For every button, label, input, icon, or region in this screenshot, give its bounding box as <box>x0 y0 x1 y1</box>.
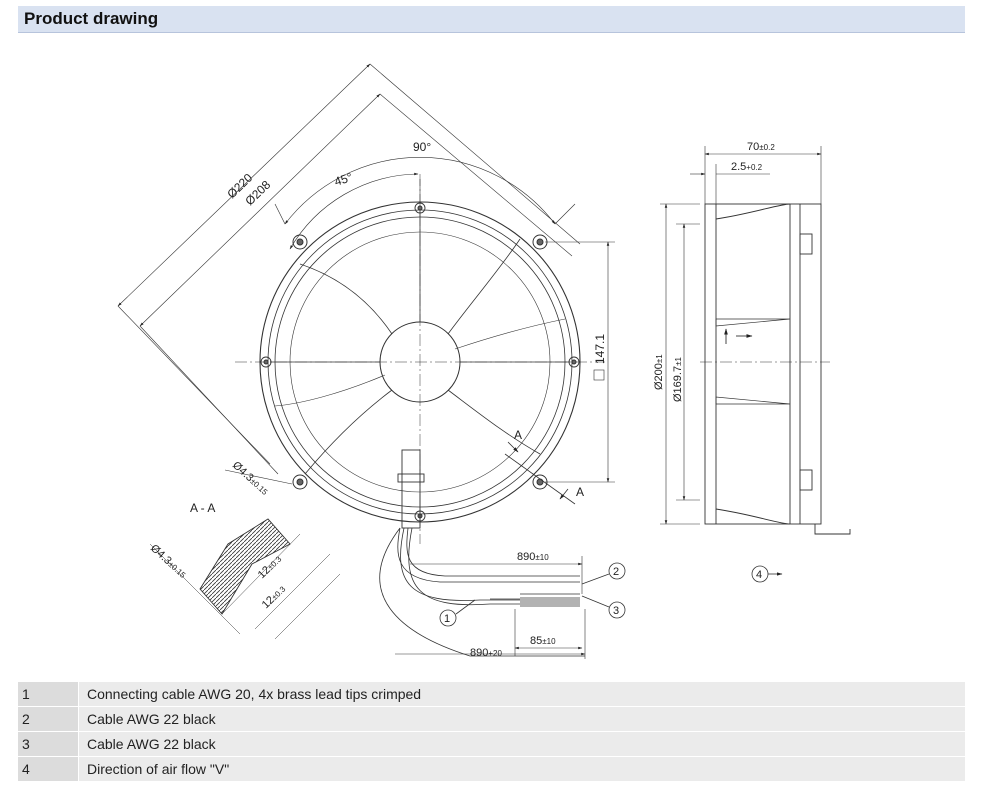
drawing-canvas: Ø220 Ø208 90° 45° 147.1 A A Ø4.3±0.15 A … <box>117 63 851 659</box>
side-dims <box>660 146 822 525</box>
header-bar: Product drawing <box>18 6 965 33</box>
legend-number: 1 <box>18 682 78 706</box>
hole-dia-label-2: Ø4.3±0.15 <box>148 542 189 581</box>
section-markers <box>504 441 576 505</box>
dia-200: Ø200±1 <box>653 354 665 390</box>
depth-70: 70±0.2 <box>747 141 775 153</box>
cable-dim-890-a: 890±10 <box>517 551 549 563</box>
legend-number: 4 <box>18 757 78 781</box>
side-view <box>700 203 851 535</box>
section-aa-label: A - A <box>190 501 215 515</box>
offset-2-5: 2.5+0.2 <box>731 161 763 173</box>
cable <box>379 527 585 657</box>
dia-169-7: Ø169.7±1 <box>672 357 684 402</box>
legend-number: 2 <box>18 707 78 731</box>
product-drawing: Ø220 Ø208 90° 45° 147.1 A A Ø4.3±0.15 A … <box>0 34 1000 682</box>
square-dim <box>545 241 615 483</box>
callouts <box>439 562 783 627</box>
legend-row: 4 Direction of air flow "V" <box>18 757 965 781</box>
diameter-dims <box>117 63 581 475</box>
cable-dim-890-b: 890+20 <box>470 647 502 659</box>
angle-45-label: 45° <box>333 170 355 189</box>
cable-dim-85: 85±10 <box>530 635 556 647</box>
legend-table: 1 Connecting cable AWG 20, 4x brass lead… <box>18 682 965 782</box>
callout-1: 1 <box>444 613 450 625</box>
cable-dims <box>395 556 586 659</box>
section-a-bottom: A <box>576 485 584 499</box>
callout-4: 4 <box>756 569 762 581</box>
legend-row: 1 Connecting cable AWG 20, 4x brass lead… <box>18 682 965 706</box>
flange-dim-2: 12±0.3 <box>260 583 289 611</box>
legend-description: Direction of air flow "V" <box>79 757 965 781</box>
legend-row: 2 Cable AWG 22 black <box>18 707 965 731</box>
legend-row: 3 Cable AWG 22 black <box>18 732 965 756</box>
dim-square-label: 147.1 <box>593 334 607 364</box>
angle-arcs <box>274 157 576 250</box>
callout-3: 3 <box>613 605 619 617</box>
legend-description: Cable AWG 22 black <box>79 707 965 731</box>
section-aa-detail <box>149 518 341 640</box>
legend-description: Connecting cable AWG 20, 4x brass lead t… <box>79 682 965 706</box>
page-title: Product drawing <box>24 9 159 28</box>
hole-leader <box>224 469 293 485</box>
front-view <box>235 174 605 544</box>
angle-90-label: 90° <box>413 140 431 154</box>
legend-description: Cable AWG 22 black <box>79 732 965 756</box>
callout-2: 2 <box>613 566 619 578</box>
section-a-top: A <box>514 428 522 442</box>
legend-number: 3 <box>18 732 78 756</box>
